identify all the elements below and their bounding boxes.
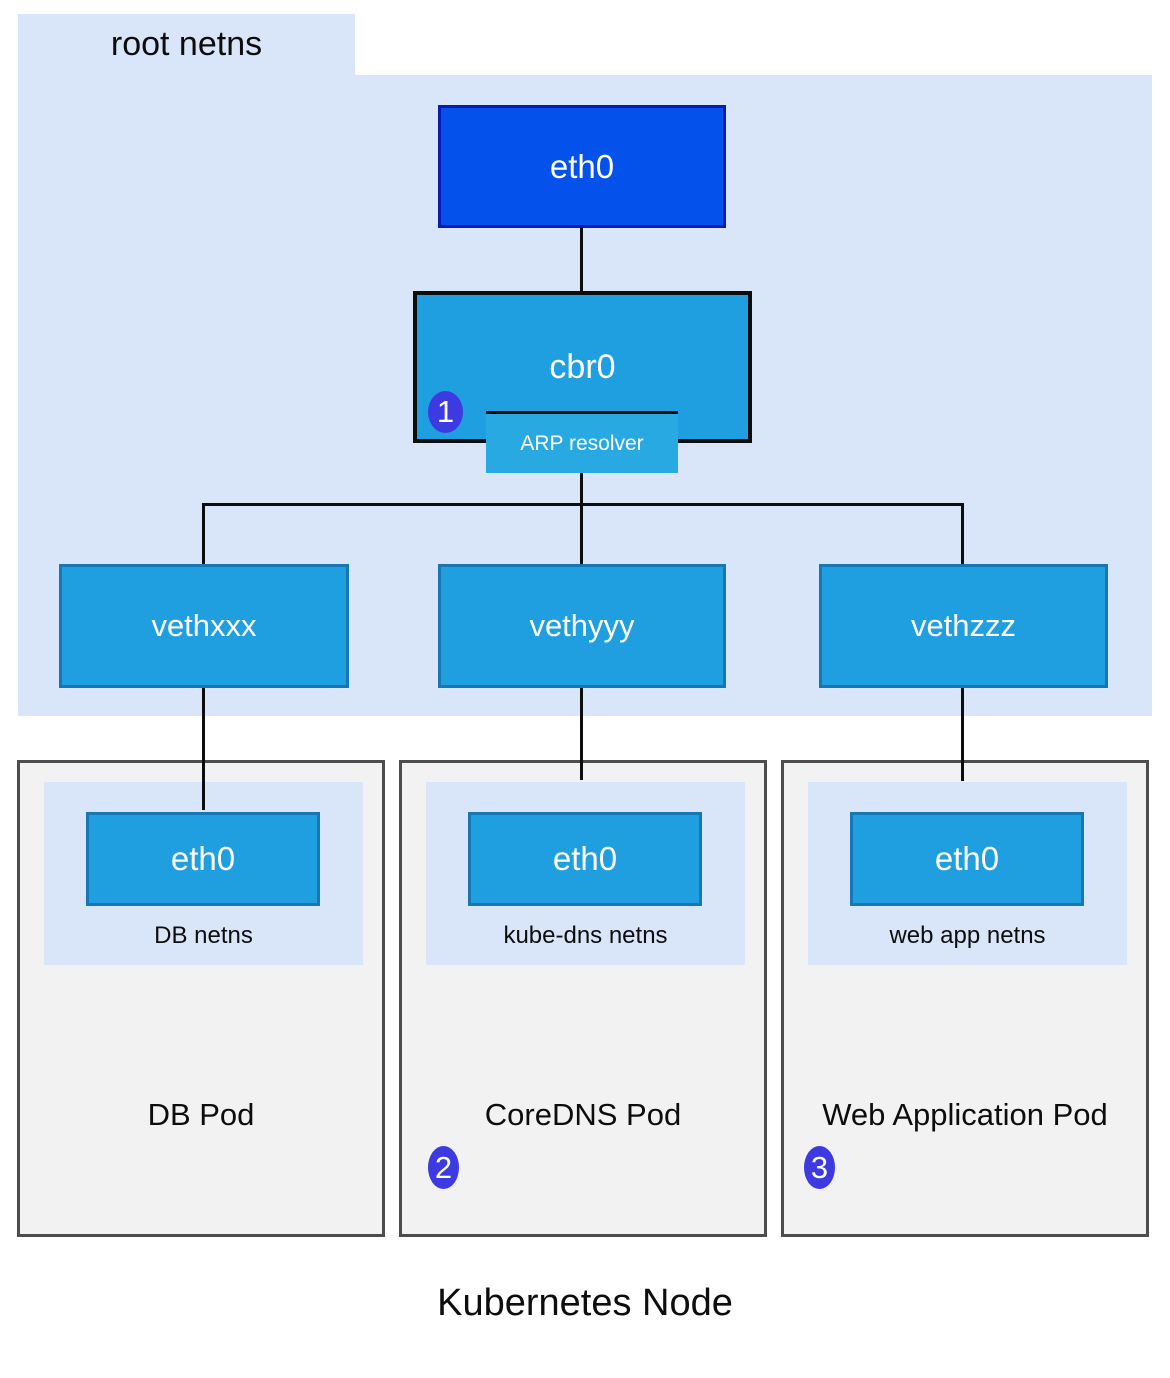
root-netns-label: root netns	[110, 25, 263, 63]
vethzzz-label: vethzzz	[910, 608, 1017, 643]
web-app-pod-name: Web Application Pod	[822, 1097, 1108, 1132]
db-pod-name: DB Pod	[147, 1097, 255, 1132]
step-badge-2: 2	[428, 1146, 459, 1189]
connector-branch-to-vethzzz	[961, 503, 964, 564]
connector-branch-to-vethyyy	[580, 503, 583, 564]
connector-vethzzz-to-webapp	[961, 688, 964, 781]
db-eth0-node: eth0	[86, 812, 320, 906]
root-netns-tab: root netns	[18, 14, 355, 75]
pod-coredns: eth0 kube-dns netns CoreDNS Pod	[399, 760, 767, 1237]
vethyyy-label: vethyyy	[529, 608, 635, 643]
connector-eth0-to-cbr0	[580, 228, 583, 291]
pod-web-application: eth0 web app netns Web Application Pod	[781, 760, 1149, 1237]
arp-resolver-node: ARP resolver	[486, 411, 678, 473]
connector-branch-to-vethxxx	[202, 503, 205, 564]
connector-vethyyy-to-coredns	[580, 688, 583, 780]
connector-arp-to-branch	[580, 473, 583, 503]
root-eth0-label: eth0	[549, 147, 615, 185]
step-badge-3: 3	[804, 1146, 835, 1189]
vethyyy-node: vethyyy	[438, 564, 726, 688]
cbr0-label: cbr0	[549, 347, 616, 386]
kubernetes-node-title: Kubernetes Node	[437, 1282, 733, 1324]
coredns-eth0-node: eth0	[468, 812, 702, 906]
web-app-netns-box: eth0 web app netns	[808, 782, 1127, 965]
connector-branch-horizontal	[202, 503, 964, 506]
vethzzz-node: vethzzz	[819, 564, 1108, 688]
db-eth0-label: eth0	[170, 840, 236, 877]
pod-db: eth0 DB netns DB Pod	[17, 760, 385, 1237]
vethxxx-label: vethxxx	[151, 608, 257, 643]
coredns-eth0-label: eth0	[552, 840, 618, 877]
web-app-netns-label: web app netns	[889, 921, 1046, 949]
kube-dns-netns-box: eth0 kube-dns netns	[426, 782, 745, 965]
root-eth0-node: eth0	[438, 105, 726, 228]
arp-resolver-label: ARP resolver	[520, 431, 644, 455]
web-app-eth0-label: eth0	[934, 840, 1000, 877]
connector-vethxxx-to-db-eth0	[202, 688, 205, 810]
db-netns-box: eth0 DB netns	[44, 782, 363, 965]
coredns-pod-name: CoreDNS Pod	[484, 1097, 682, 1132]
db-netns-label: DB netns	[154, 921, 253, 949]
web-app-eth0-node: eth0	[850, 812, 1084, 906]
kube-dns-netns-label: kube-dns netns	[503, 921, 668, 949]
vethxxx-node: vethxxx	[59, 564, 349, 688]
step-badge-1: 1	[428, 391, 463, 433]
